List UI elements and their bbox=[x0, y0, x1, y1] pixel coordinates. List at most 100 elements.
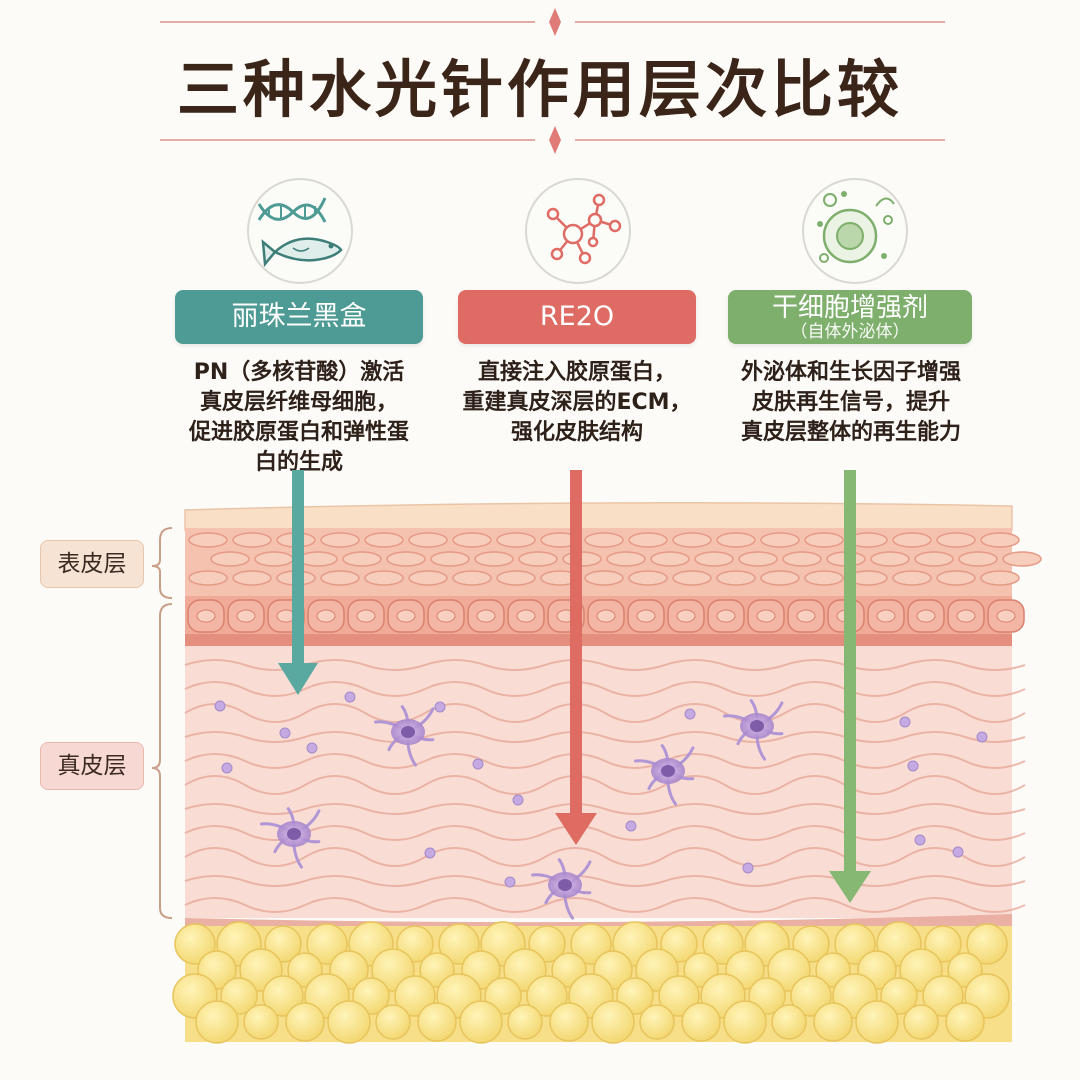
arrow-pn bbox=[278, 470, 318, 695]
exosome-dot bbox=[306, 742, 318, 754]
fat-cell bbox=[459, 1000, 503, 1044]
epidermis-cell bbox=[496, 532, 536, 548]
description-line: 重建真皮深层的ECM， bbox=[462, 390, 692, 415]
fat-cell bbox=[681, 1002, 721, 1042]
epidermis-cell bbox=[386, 551, 426, 567]
collagen-fiber bbox=[184, 775, 1026, 795]
fat-cell bbox=[174, 923, 216, 965]
epidermis-cell bbox=[452, 532, 492, 548]
fat-cell bbox=[195, 1000, 239, 1044]
basal-cell-nucleus bbox=[636, 609, 656, 623]
basal-cell-nucleus bbox=[476, 609, 496, 623]
product-label-stem-cell: 干细胞增强剂 （自体外泌体） bbox=[728, 290, 972, 344]
fat-cell bbox=[771, 1004, 807, 1040]
fat-cell bbox=[855, 1000, 899, 1044]
epidermis-cell bbox=[870, 551, 910, 567]
epidermis-cell bbox=[804, 532, 844, 548]
epidermis-cell bbox=[320, 532, 360, 548]
epidermis-cell bbox=[254, 551, 294, 567]
diamond-ornament-icon bbox=[549, 126, 561, 154]
cell-icon bbox=[802, 178, 908, 284]
epidermis-cell bbox=[342, 551, 382, 567]
collagen-fiber bbox=[184, 681, 1026, 697]
fibroblast-cells bbox=[260, 699, 784, 920]
exosome-dot bbox=[472, 758, 484, 770]
description-line: 直接注入胶原蛋白， bbox=[477, 360, 676, 385]
collagen-fiber bbox=[184, 897, 1026, 913]
product-sublabel: （自体外泌体） bbox=[790, 322, 910, 342]
page-title: 三种水光针作用层次比较 bbox=[176, 53, 903, 126]
fibroblast-cell bbox=[723, 699, 784, 761]
fat-cell bbox=[438, 923, 480, 965]
fat-cell bbox=[549, 1002, 589, 1042]
epidermis-cell bbox=[628, 570, 668, 586]
exosome-dot bbox=[344, 691, 356, 703]
exosome-dot bbox=[504, 876, 516, 888]
fat-cell bbox=[262, 975, 304, 1017]
basal-cell-nucleus bbox=[356, 609, 376, 623]
epidermis-cell bbox=[738, 551, 778, 567]
basal-cell-nucleus bbox=[916, 609, 936, 623]
exosome-dot bbox=[221, 762, 233, 774]
epidermis-cell bbox=[232, 570, 272, 586]
epidermis-cell bbox=[958, 551, 998, 567]
epidermis-cell bbox=[760, 532, 800, 548]
fat-cell bbox=[285, 1002, 325, 1042]
epidermis-cell bbox=[188, 570, 228, 586]
description-line: 真皮层纤维母细胞， bbox=[199, 390, 398, 415]
epidermis-cell bbox=[474, 551, 514, 567]
arrow-stem-cell bbox=[829, 470, 871, 903]
product-label-text: 干细胞增强剂 bbox=[771, 293, 928, 323]
fat-cell bbox=[903, 1004, 939, 1040]
collagen-fiber bbox=[184, 803, 1026, 815]
basal-cell-nucleus bbox=[796, 609, 816, 623]
basal-cell-nucleus bbox=[316, 609, 336, 623]
dermis-label: 真皮层 bbox=[40, 742, 144, 790]
exosome-dot bbox=[279, 727, 291, 739]
fat-cell bbox=[417, 1002, 457, 1042]
epidermis-cell bbox=[650, 551, 690, 567]
collagen-fiber bbox=[184, 731, 1026, 743]
epidermis-cell bbox=[782, 551, 822, 567]
fat-cell bbox=[394, 975, 436, 1017]
fat-cell bbox=[570, 923, 612, 965]
epidermis-cell bbox=[672, 570, 712, 586]
epidermis-cell bbox=[408, 570, 448, 586]
fat-cell bbox=[966, 923, 1008, 965]
epidermis-cell bbox=[760, 570, 800, 586]
description-line: PN（多核苷酸）激活 bbox=[193, 360, 405, 385]
epidermis-cell bbox=[606, 551, 646, 567]
exosome-dot bbox=[684, 708, 696, 720]
fat-cell bbox=[327, 1000, 371, 1044]
epidermis-cell bbox=[980, 570, 1020, 586]
epidermis-cell bbox=[364, 570, 404, 586]
exosome-dot bbox=[625, 820, 637, 832]
fat-cell bbox=[702, 923, 744, 965]
fat-cell bbox=[507, 1004, 543, 1040]
fibroblast-cell bbox=[260, 807, 321, 869]
dermis-bracket bbox=[151, 603, 173, 919]
dna-fish-icon bbox=[247, 178, 353, 284]
basal-cell-nucleus bbox=[516, 609, 536, 623]
fat-cell bbox=[243, 1004, 279, 1040]
collagen-fiber bbox=[184, 875, 1026, 887]
basal-cells bbox=[187, 599, 1025, 633]
basement-membrane bbox=[185, 634, 1012, 646]
fat-cells bbox=[172, 921, 1010, 1044]
epidermis-cell bbox=[232, 532, 272, 548]
epidermis-cell bbox=[936, 570, 976, 586]
epidermis-cell bbox=[364, 532, 404, 548]
molecule-icon bbox=[525, 178, 631, 284]
product-label-text: 丽珠兰黑盒 bbox=[231, 301, 367, 332]
fat-cell bbox=[375, 1004, 411, 1040]
epidermis-cell bbox=[694, 551, 734, 567]
fibroblast-cell bbox=[374, 705, 435, 767]
epidermis-label: 表皮层 bbox=[40, 540, 144, 588]
exosome-dot bbox=[424, 847, 436, 859]
basal-cell-nucleus bbox=[676, 609, 696, 623]
exosome-dot bbox=[434, 701, 446, 713]
epidermis-cell bbox=[430, 551, 470, 567]
fat-cell bbox=[945, 1002, 985, 1042]
exosome-dot bbox=[899, 716, 911, 728]
